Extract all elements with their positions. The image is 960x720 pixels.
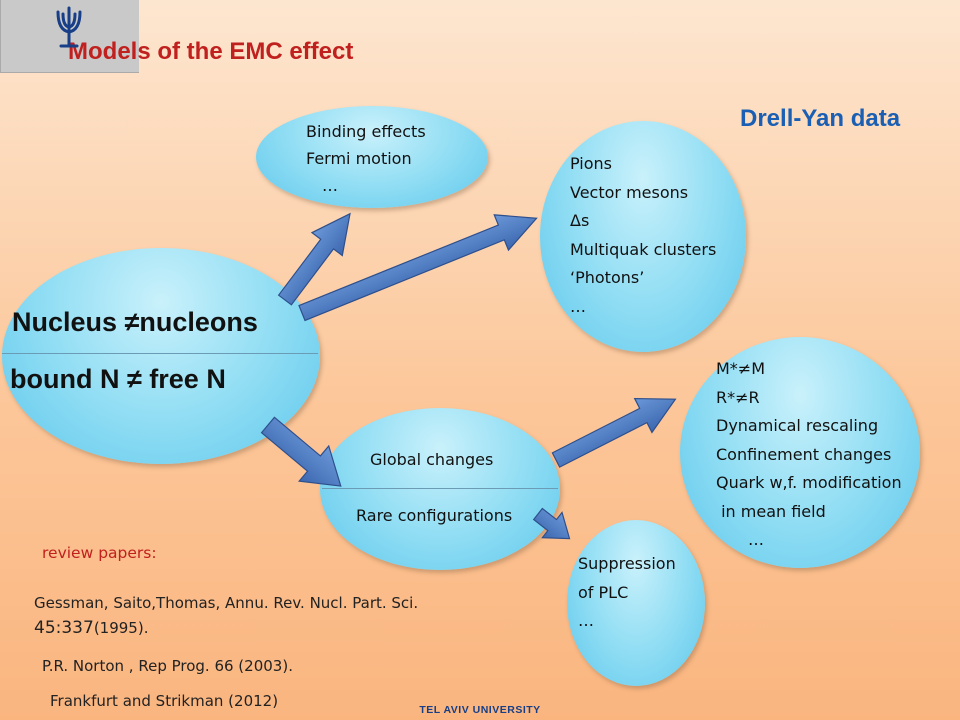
mstar-bubble bbox=[680, 337, 920, 568]
pions-line: Multiquak clusters bbox=[570, 239, 717, 259]
reference-1-volume: 45:337 bbox=[34, 618, 94, 638]
nucleus-divider bbox=[2, 353, 318, 354]
arrow-to-global bbox=[260, 416, 342, 487]
reference-1-year: (1995). bbox=[93, 619, 149, 637]
binding-bubble bbox=[256, 106, 488, 208]
binding-line: Binding effects bbox=[306, 122, 426, 141]
rare-configurations-text: Rare configurations bbox=[356, 506, 513, 525]
reference-2: P.R. Norton , Rep Prog. 66 (2003). bbox=[42, 657, 293, 675]
mstar-text: M*≠M R*≠R Dynamical rescaling Confinemen… bbox=[716, 355, 902, 555]
pions-text: Pions Vector mesons Δs Multiquak cluster… bbox=[570, 150, 716, 321]
reference-1-cont: 45:337(1995). bbox=[34, 618, 148, 638]
pions-line: … bbox=[570, 296, 586, 316]
pions-line: ‘Photons’ bbox=[570, 268, 645, 287]
binding-text: Binding effects Fermi motion … bbox=[306, 118, 426, 199]
arrow-to-suppression bbox=[532, 507, 571, 540]
global-divider bbox=[322, 488, 558, 489]
mstar-line: in mean field bbox=[716, 501, 826, 521]
review-papers-label: review papers: bbox=[42, 544, 157, 562]
reference-1-main: Gessman, Saito,Thomas, Annu. Rev. Nucl. … bbox=[34, 594, 419, 612]
arrow-to-mstar bbox=[551, 397, 677, 468]
university-logo: TEL AVIV UNIVERSITY bbox=[0, 0, 540, 716]
arrow-to-binding bbox=[277, 212, 351, 306]
suppression-bubble bbox=[567, 520, 705, 686]
menorah-icon bbox=[56, 6, 82, 48]
drell-yan-label: Drell-Yan data bbox=[740, 105, 901, 132]
mstar-line: … bbox=[748, 530, 764, 549]
mstar-line: Quark w,f. modification bbox=[716, 473, 902, 492]
pions-line: Vector mesons bbox=[570, 182, 689, 202]
pions-line: Δs bbox=[570, 211, 590, 230]
nucleus-line-1: Nucleus ≠nucleons bbox=[12, 307, 258, 337]
mstar-line: M*≠M bbox=[716, 359, 766, 378]
reference-1: Gessman, Saito,Thomas, Annu. Rev. Nucl. … bbox=[34, 594, 418, 612]
nucleus-line-2: bound N ≠ free N bbox=[10, 364, 226, 394]
slide-title: Models of the EMC effect bbox=[68, 38, 354, 65]
mstar-line: Dynamical rescaling bbox=[716, 416, 879, 435]
global-bubble bbox=[320, 408, 560, 570]
binding-line: Fermi motion bbox=[306, 149, 412, 168]
binding-line: … bbox=[322, 176, 338, 195]
mstar-line: R*≠R bbox=[716, 387, 760, 407]
reference-3: Frankfurt and Strikman (2012) bbox=[50, 692, 279, 710]
suppression-line: of PLC bbox=[578, 582, 629, 602]
mstar-line: Confinement changes bbox=[716, 444, 892, 464]
global-changes-text: Global changes bbox=[370, 450, 494, 469]
suppression-line: Suppression bbox=[578, 554, 676, 573]
logo-text: TEL AVIV UNIVERSITY bbox=[419, 704, 541, 716]
pions-line: Pions bbox=[570, 154, 613, 173]
suppression-line: … bbox=[578, 611, 594, 630]
pions-bubble bbox=[540, 121, 746, 352]
arrow-to-pions bbox=[298, 214, 538, 322]
suppression-text: Suppression of PLC … bbox=[578, 550, 676, 636]
